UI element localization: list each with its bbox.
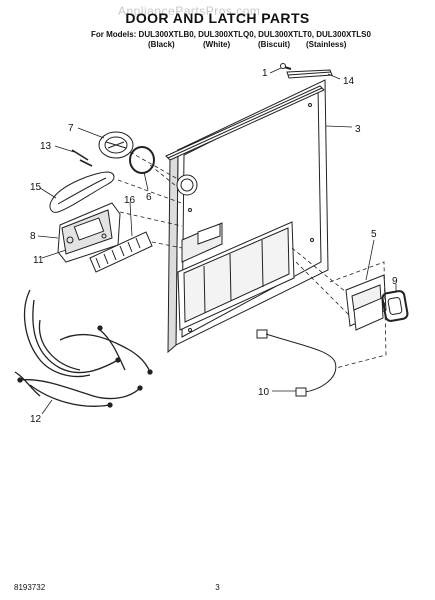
callout-6: 6 — [146, 192, 152, 203]
page-number: 3 — [215, 583, 220, 592]
model-list: For Models: DUL300XTLB0, DUL300XTLQ0, DU… — [91, 30, 371, 39]
part-dispenser-cover — [98, 131, 134, 159]
page-title: DOOR AND LATCH PARTS — [125, 10, 310, 26]
document-number: 8193732 — [14, 583, 46, 592]
part-cable — [256, 329, 337, 397]
finish-black: (Black) — [148, 40, 175, 49]
watermark: AppliancePartsPros.com — [118, 4, 261, 18]
callout-13: 13 — [40, 141, 52, 152]
part-inner-door-panel — [167, 79, 329, 354]
callout-8: 8 — [30, 231, 36, 242]
callout-16: 16 — [124, 195, 136, 206]
callout-7: 7 — [68, 123, 74, 134]
callout-leaders — [37, 67, 397, 415]
callout-11: 11 — [33, 255, 44, 266]
part-vent-grille — [89, 231, 153, 273]
part-screw — [280, 63, 292, 70]
callout-10: 10 — [258, 387, 270, 398]
part-seal-ring — [129, 146, 155, 174]
part-vent-assembly — [345, 274, 387, 331]
callout-9: 9 — [392, 276, 398, 287]
part-latch-assembly — [57, 202, 121, 263]
finish-white: (White) — [203, 40, 231, 49]
callout-15: 15 — [30, 182, 42, 193]
part-vent-gasket — [381, 290, 409, 322]
finish-stainless: (Stainless) — [306, 40, 347, 49]
part-screws — [71, 149, 93, 167]
part-top-trim — [286, 69, 333, 79]
assembly-leaders — [117, 151, 387, 369]
callout-12: 12 — [30, 414, 42, 425]
finish-biscuit: (Biscuit) — [258, 40, 290, 49]
callout-3: 3 — [355, 124, 361, 135]
part-door-handle — [49, 171, 115, 213]
callout-1: 1 — [262, 68, 268, 79]
part-door-gasket-strip — [165, 85, 325, 161]
callout-14: 14 — [343, 76, 355, 87]
part-wire-harness — [14, 289, 153, 408]
callout-5: 5 — [371, 229, 377, 240]
